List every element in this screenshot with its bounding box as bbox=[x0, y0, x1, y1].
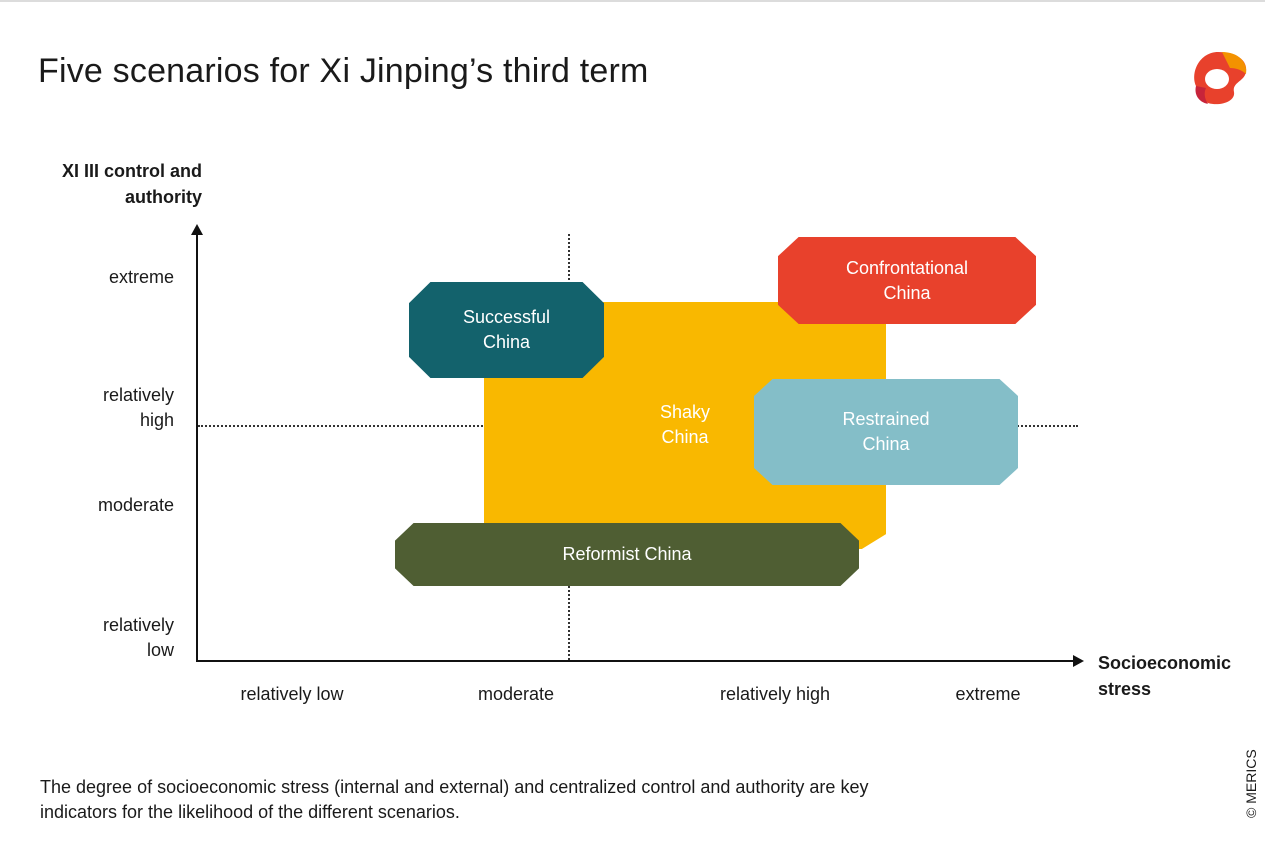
merics-logo-icon bbox=[1194, 52, 1247, 105]
caption: The degree of socioeconomic stress (inte… bbox=[40, 777, 869, 822]
x-axis-line bbox=[196, 660, 1074, 662]
x-tick-extreme: extreme bbox=[955, 684, 1021, 704]
page-title: Five scenarios for Xi Jinping’s third te… bbox=[38, 52, 649, 90]
x-tick-relatively-low: relatively low bbox=[240, 684, 344, 704]
scenario-successful-china: Successful China bbox=[409, 282, 604, 378]
x-axis-arrow-icon bbox=[1073, 655, 1084, 667]
scenario-restrained-china: Restrained China bbox=[754, 379, 1018, 485]
x-tick-moderate: moderate bbox=[477, 684, 555, 704]
y-axis-line bbox=[196, 232, 198, 662]
x-axis-label: Socioeconomic stress bbox=[1098, 653, 1232, 699]
scenario-label: Reformist China bbox=[562, 544, 692, 564]
y-axis-arrow-icon bbox=[191, 224, 203, 235]
scenario-shaky-china-label: Shaky China bbox=[659, 402, 711, 447]
y-tick-extreme: extreme bbox=[108, 267, 174, 287]
x-tick-relatively-high: relatively high bbox=[719, 684, 831, 704]
y-tick-moderate: moderate bbox=[97, 495, 174, 515]
y-tick-relatively-high: relatively high bbox=[102, 385, 174, 430]
y-tick-relatively-low: relatively low bbox=[102, 615, 174, 660]
y-axis-label: XI III control and authority bbox=[61, 161, 202, 207]
top-rule bbox=[0, 0, 1265, 2]
scenario-confrontational-china: Confrontational China bbox=[778, 237, 1036, 324]
scenario-label: Restrained China bbox=[842, 409, 930, 454]
scenario-label: Successful China bbox=[462, 307, 551, 352]
copyright: © MERICS bbox=[1243, 749, 1259, 818]
scenario-reformist-china: Reformist China bbox=[395, 523, 859, 586]
scenario-label: Confrontational China bbox=[845, 257, 969, 303]
